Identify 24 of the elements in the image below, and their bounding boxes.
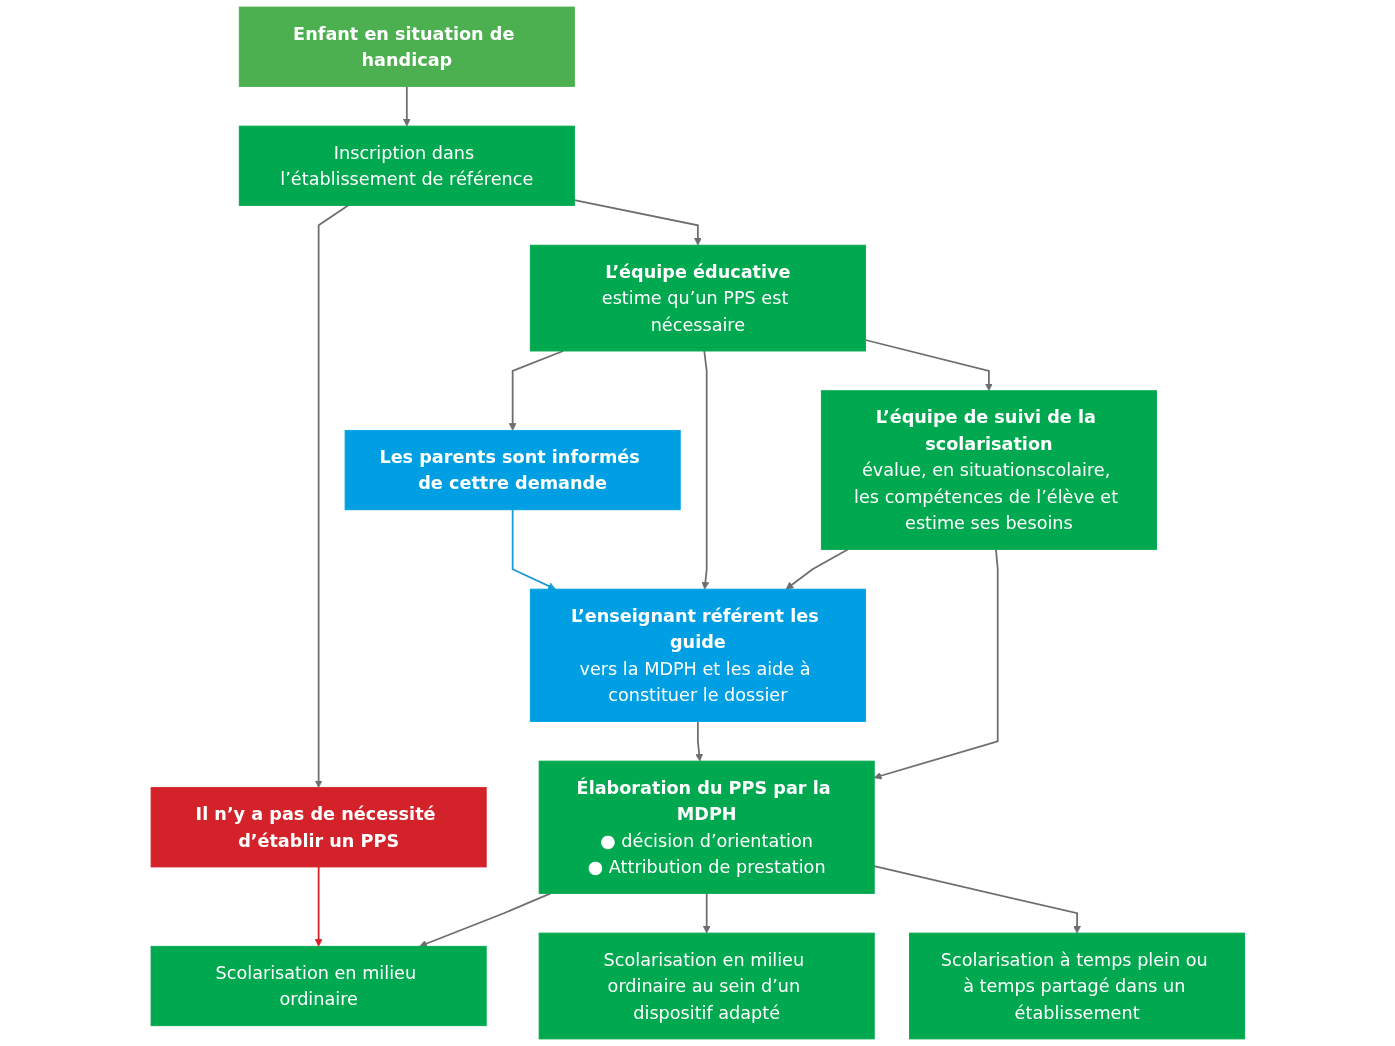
arrow	[701, 350, 709, 590]
arrow	[694, 720, 703, 762]
arrow	[573, 199, 702, 246]
arrow	[873, 548, 999, 780]
arrow	[418, 892, 552, 948]
node-box: Scolarisation en milieu ordinaire au sein d’un dispositif adapté	[538, 932, 875, 1040]
node-box: L’enseignant référent les guide vers la MDPH et les aide à constituer le dossier	[529, 588, 866, 722]
node-box: Les parents sont informés de cettre demande	[344, 429, 681, 511]
arrow	[873, 865, 1081, 934]
arrow	[702, 892, 711, 934]
node-box: Inscription dans l’établissement de référence	[238, 125, 575, 206]
node-box: Scolarisation en milieu ordinaire	[150, 945, 487, 1027]
arrow	[314, 204, 349, 788]
node-box: Enfant en situation de handicap	[238, 6, 575, 87]
arrow	[511, 508, 556, 590]
node-box: Élaboration du PPS par la MDPH ● décision d’orientation ● Attribution de prestation	[538, 760, 875, 894]
arrow	[314, 866, 323, 947]
arrow	[402, 85, 411, 127]
node-box: L’équipe de suivi de la scolarisation évalue, en situationscolaire, les compétences de l’élève et estime ses besoins	[820, 390, 1157, 550]
arrow	[864, 339, 993, 392]
node-box: L’équipe éducative estime qu’un PPS est nécessaire	[529, 244, 866, 352]
node-box: Il n’y a pas de nécessité d’établir un PPS	[150, 787, 487, 868]
arrow	[785, 548, 849, 590]
node-box: Scolarisation à temps plein ou à temps partagé dans un établissement	[908, 932, 1245, 1040]
